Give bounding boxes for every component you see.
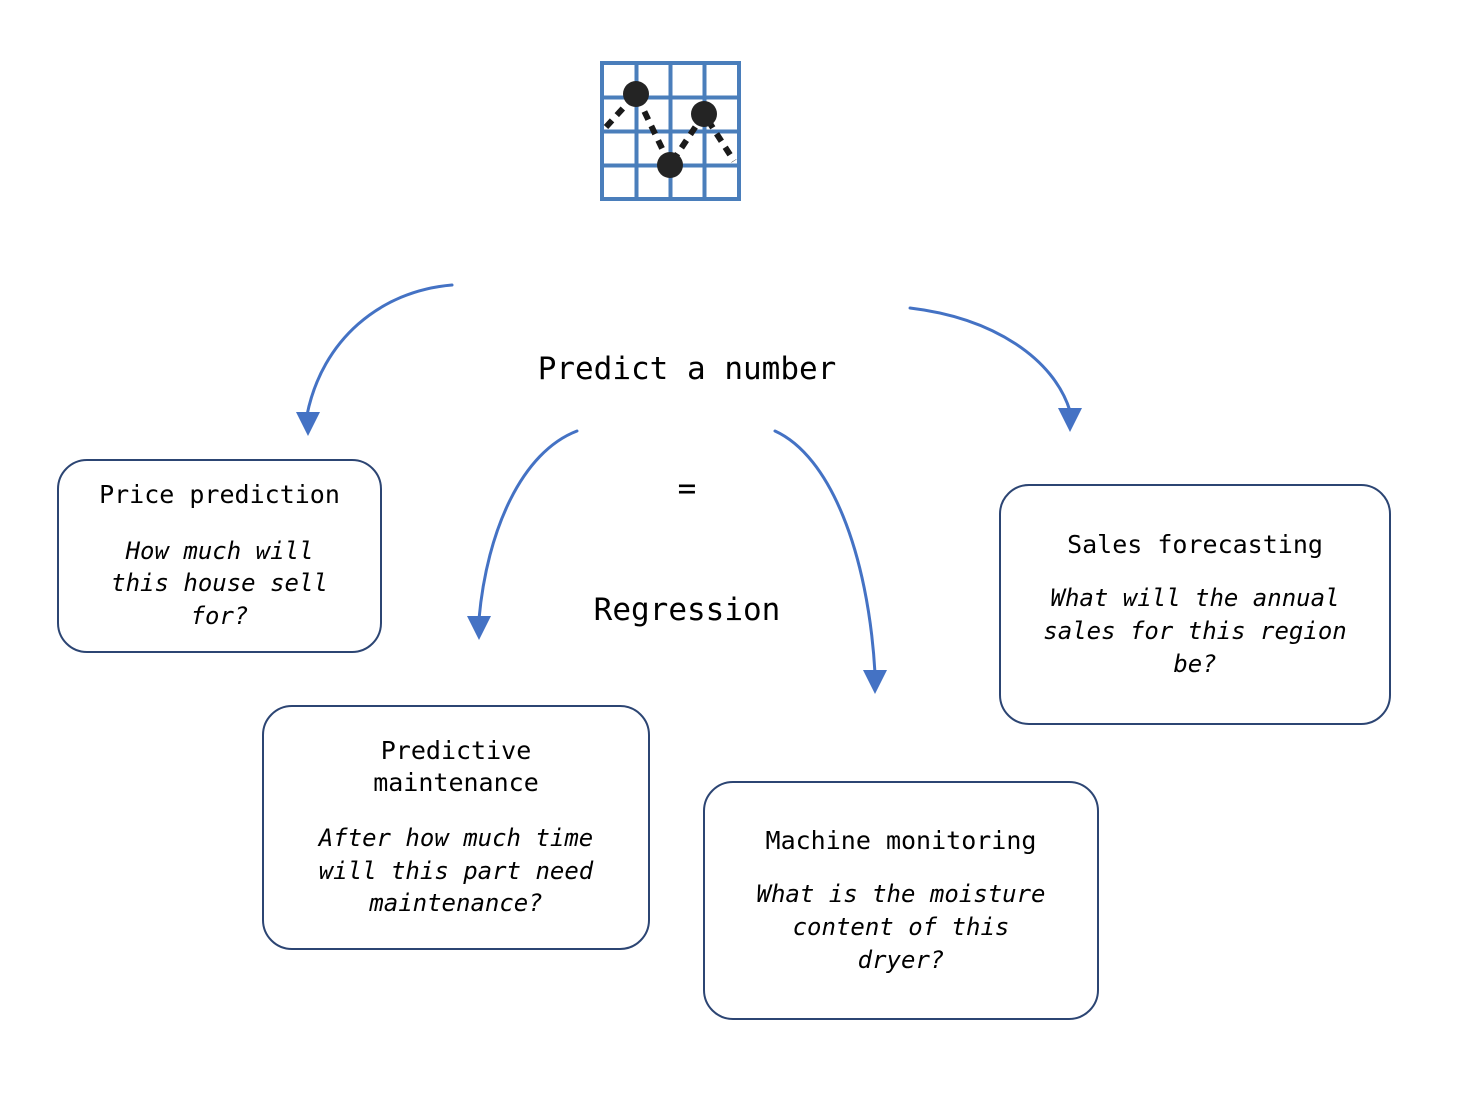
center-title-line-3: Regression [593,592,781,629]
node-question-price-prediction: How much will this house sell for? [111,536,328,631]
scatter-grid-chart-icon [600,61,741,201]
node-title-sales-forecasting: Sales forecasting [1067,529,1323,559]
center-title-line-2: = [677,471,697,508]
node-question-machine-monitoring: What is the moisture content of this dry… [756,880,1046,974]
node-question-sales-forecasting: What will the annual sales for this regi… [1043,584,1347,678]
arrow-to-price-prediction [296,283,454,436]
center-title-line-1: Predict a number [537,350,837,387]
node-title-predictive-maintenance: Predictive maintenance [373,736,539,797]
node-box-machine-monitoring[interactable]: Machine monitoring What is the moisture … [703,781,1099,1020]
node-title-price-prediction: Price prediction [99,480,340,510]
node-question-predictive-maintenance: After how much time will this part need … [318,824,594,918]
node-box-price-prediction[interactable]: Price prediction How much will this hous… [57,459,382,653]
center-title: Predict a number = Regression [437,268,937,711]
node-box-sales-forecasting[interactable]: Sales forecasting What will the annual s… [999,484,1391,725]
node-title-machine-monitoring: Machine monitoring [765,825,1037,855]
node-box-predictive-maintenance[interactable]: Predictive maintenance After how much ti… [262,705,650,950]
